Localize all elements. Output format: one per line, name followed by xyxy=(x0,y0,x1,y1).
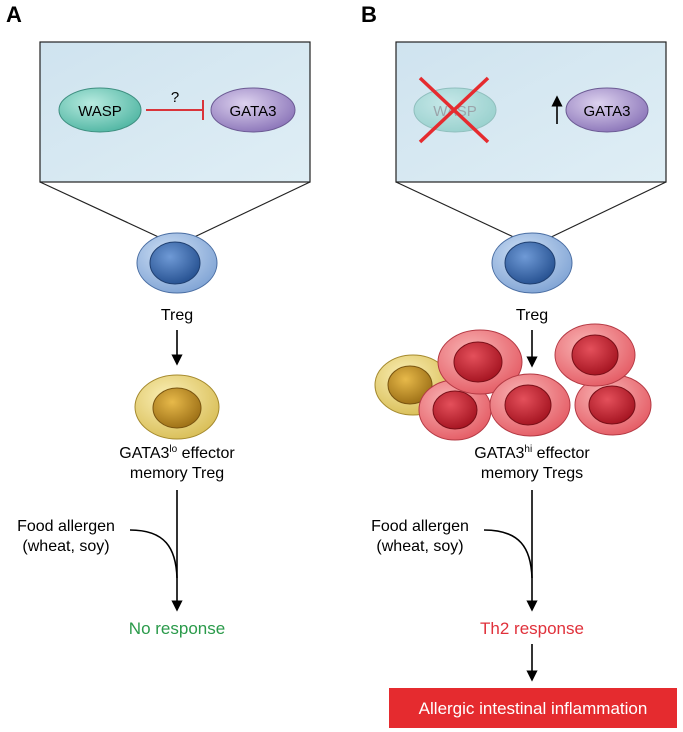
allergen-curve-a xyxy=(129,529,178,579)
food-allergen-label-b: Food allergen xyxy=(371,518,469,535)
treg-label-a: Treg xyxy=(161,307,193,324)
allergen-curve-b xyxy=(483,529,533,579)
gata3hi-cell xyxy=(418,379,492,441)
gata3-label-a: GATA3 xyxy=(230,103,277,120)
gata3hi-cell xyxy=(574,374,652,436)
treg-label-b: Treg xyxy=(516,307,548,324)
panel-b-inset xyxy=(395,41,667,241)
effector-label-a-line2: memory Treg xyxy=(130,465,224,482)
food-allergen-label-a: Food allergen xyxy=(17,518,115,535)
inhibition-edge-a: ? xyxy=(146,89,204,120)
gata3hi-cell xyxy=(437,329,523,395)
effector-label-b-line2: memory Tregs xyxy=(481,465,583,482)
th2-response-label: Th2 response xyxy=(480,619,584,638)
relation-question-label: ? xyxy=(171,89,179,106)
allergic-inflammation-banner: Allergic intestinal inflammation xyxy=(389,688,677,728)
gata3-node-a: GATA3 xyxy=(210,87,296,133)
no-response-label: No response xyxy=(129,619,225,638)
gata3hi-cell xyxy=(554,323,636,387)
food-allergen-examples-b: (wheat, soy) xyxy=(376,538,463,555)
panel-a-inset xyxy=(39,41,311,241)
gata3hi-cell-cluster xyxy=(374,323,652,441)
allergic-inflammation-label: Allergic intestinal inflammation xyxy=(419,699,648,718)
effector-label-a-line1: GATA3lo effector xyxy=(119,444,235,462)
gata3lo-cell xyxy=(134,374,220,440)
wasp-node-a: WASP xyxy=(58,87,142,133)
food-allergen-examples-a: (wheat, soy) xyxy=(22,538,109,555)
gata3hi-cell xyxy=(489,373,571,437)
treg-cell-b xyxy=(491,232,573,294)
deletion-cross-icon xyxy=(418,76,490,144)
wasp-label-a: WASP xyxy=(78,103,122,120)
panel-b-letter: B xyxy=(361,2,377,27)
gata3-node-b: GATA3 xyxy=(565,87,649,133)
effector-label-b-line1: GATA3hi effector xyxy=(474,444,590,462)
treg-cell-a xyxy=(136,232,218,294)
gata3-label-b: GATA3 xyxy=(584,103,631,120)
panel-a-letter: A xyxy=(6,2,22,27)
